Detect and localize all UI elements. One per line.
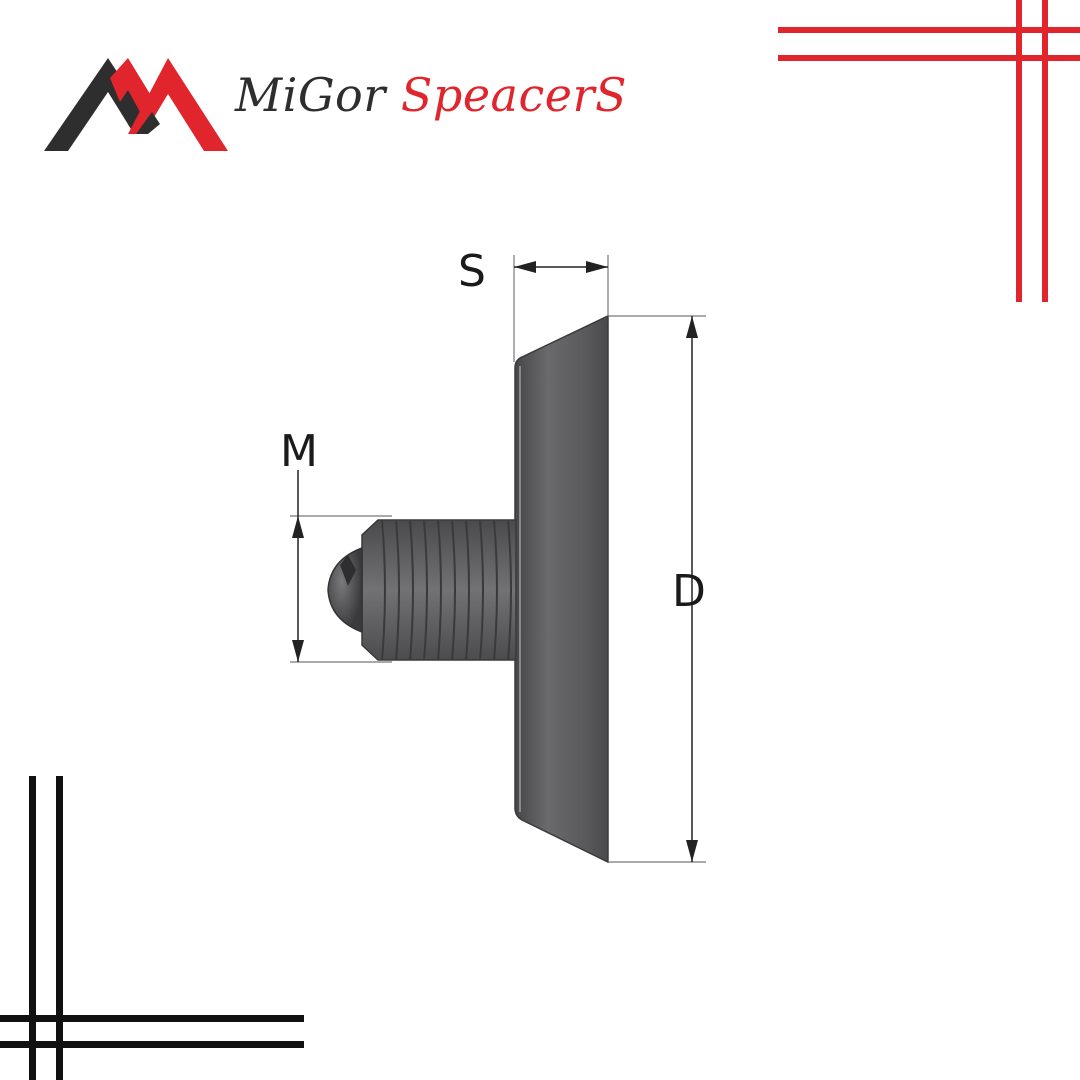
extension-lines — [290, 255, 706, 863]
thread-ridge — [507, 519, 512, 661]
dimension-m — [292, 470, 304, 662]
thread-ridge — [395, 519, 400, 661]
thread-ridge — [381, 519, 386, 661]
flange-head — [514, 314, 609, 864]
corner-ornament-bottom-left — [0, 776, 304, 1080]
dimension-label-d: D — [672, 566, 706, 617]
thread-ridge — [465, 519, 470, 661]
thread-ridge — [479, 519, 484, 661]
thread-ridge — [437, 519, 442, 661]
dimension-d — [686, 316, 698, 862]
dimension-label-m: M — [280, 426, 318, 477]
dimension-label-s: S — [458, 246, 486, 297]
corner-ornament-top-right — [778, 0, 1080, 302]
threaded-shaft — [361, 519, 517, 661]
mountain-logo-icon — [44, 58, 228, 151]
brand-logo: MiGor SpeacerS — [40, 50, 640, 160]
brand-name: MiGor SpeacerS — [235, 68, 627, 122]
thread-ridge — [423, 519, 428, 661]
brand-name-part2: SpeacerS — [400, 68, 627, 122]
thread-ridge — [493, 519, 498, 661]
thread-ridge — [451, 519, 456, 661]
brand-name-part1: MiGor — [235, 68, 386, 122]
thread-ridge — [409, 519, 414, 661]
ball-tip — [327, 546, 363, 634]
dimension-s — [514, 261, 608, 273]
